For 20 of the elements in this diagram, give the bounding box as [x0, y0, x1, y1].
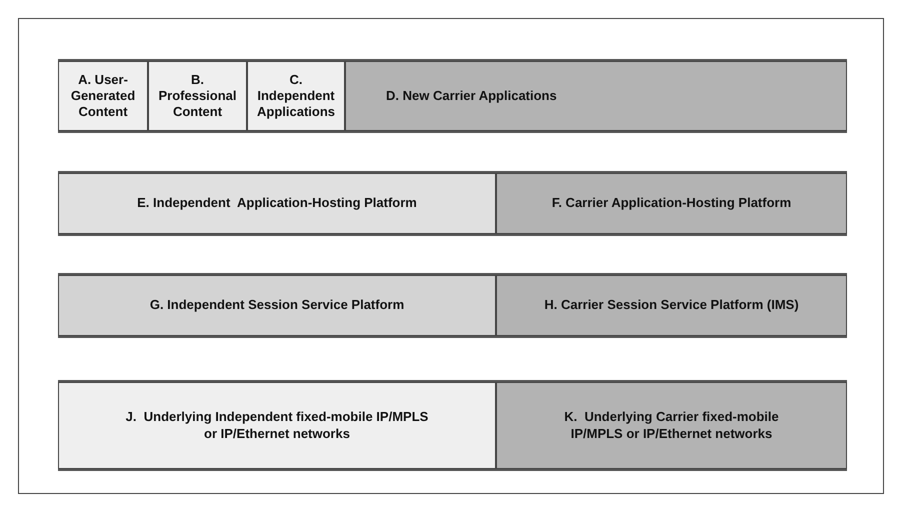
layer-box — [496, 275, 847, 336]
layer-box — [247, 61, 345, 131]
layer-box — [58, 173, 496, 234]
layer-box — [345, 61, 847, 131]
layer-box — [58, 61, 148, 131]
layer-box — [58, 382, 496, 469]
layer-label: K. Underlying Carrier fixed-mobile IP/MPLS or IP/Ethernet networks — [563, 409, 780, 442]
layer-label: A. User-Generated Content — [70, 72, 136, 120]
layer-label: C. Independent Applications — [256, 72, 336, 120]
layer-label: B. Professional Content — [157, 72, 238, 120]
layer-box — [148, 61, 247, 131]
layer-label: F. Carrier Application-Hosting Platform — [552, 195, 792, 212]
layer-label: D. New Carrier Applications — [386, 88, 557, 104]
layer-label: J. Underlying Independent fixed-mobile IP/MPLS or IP/Ethernet networks — [124, 409, 430, 442]
layer-label: H. Carrier Session Service Platform (IMS) — [544, 297, 799, 314]
layer-label: E. Independent Application-Hosting Platform — [137, 195, 417, 212]
layer-box — [58, 275, 496, 336]
layer-box — [496, 173, 847, 234]
layer-label: G. Independent Session Service Platform — [150, 297, 404, 314]
layer-box — [496, 382, 847, 469]
